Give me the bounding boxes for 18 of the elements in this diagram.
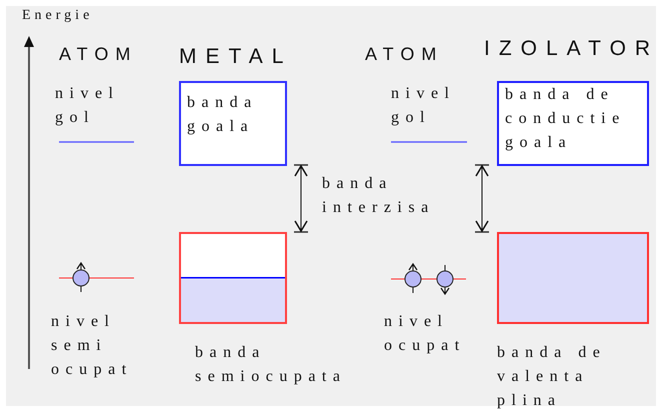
column-heading: ATOM — [365, 44, 444, 65]
column-heading: METAL — [179, 45, 292, 69]
band-box — [179, 81, 287, 166]
band-rect — [497, 232, 649, 324]
band-box — [497, 81, 649, 166]
level-label: nivel ocupat — [384, 312, 466, 356]
column-heading: IZOLATOR — [484, 37, 660, 61]
band-label: banda de conductie goala — [505, 85, 627, 153]
level-label: nivel semi ocupat — [51, 312, 133, 380]
column-heading: ATOM — [59, 44, 138, 65]
band-rect — [179, 232, 287, 324]
band-caption: banda de valenta plina — [497, 343, 608, 411]
band-label: banda goala — [187, 93, 259, 137]
axis-label: Energie — [22, 8, 94, 24]
band-caption: banda semiocupata — [195, 343, 346, 387]
level-label: banda interzisa — [322, 174, 435, 218]
level-label: nivel gol — [55, 84, 120, 128]
level-label: nivel gol — [391, 84, 456, 128]
